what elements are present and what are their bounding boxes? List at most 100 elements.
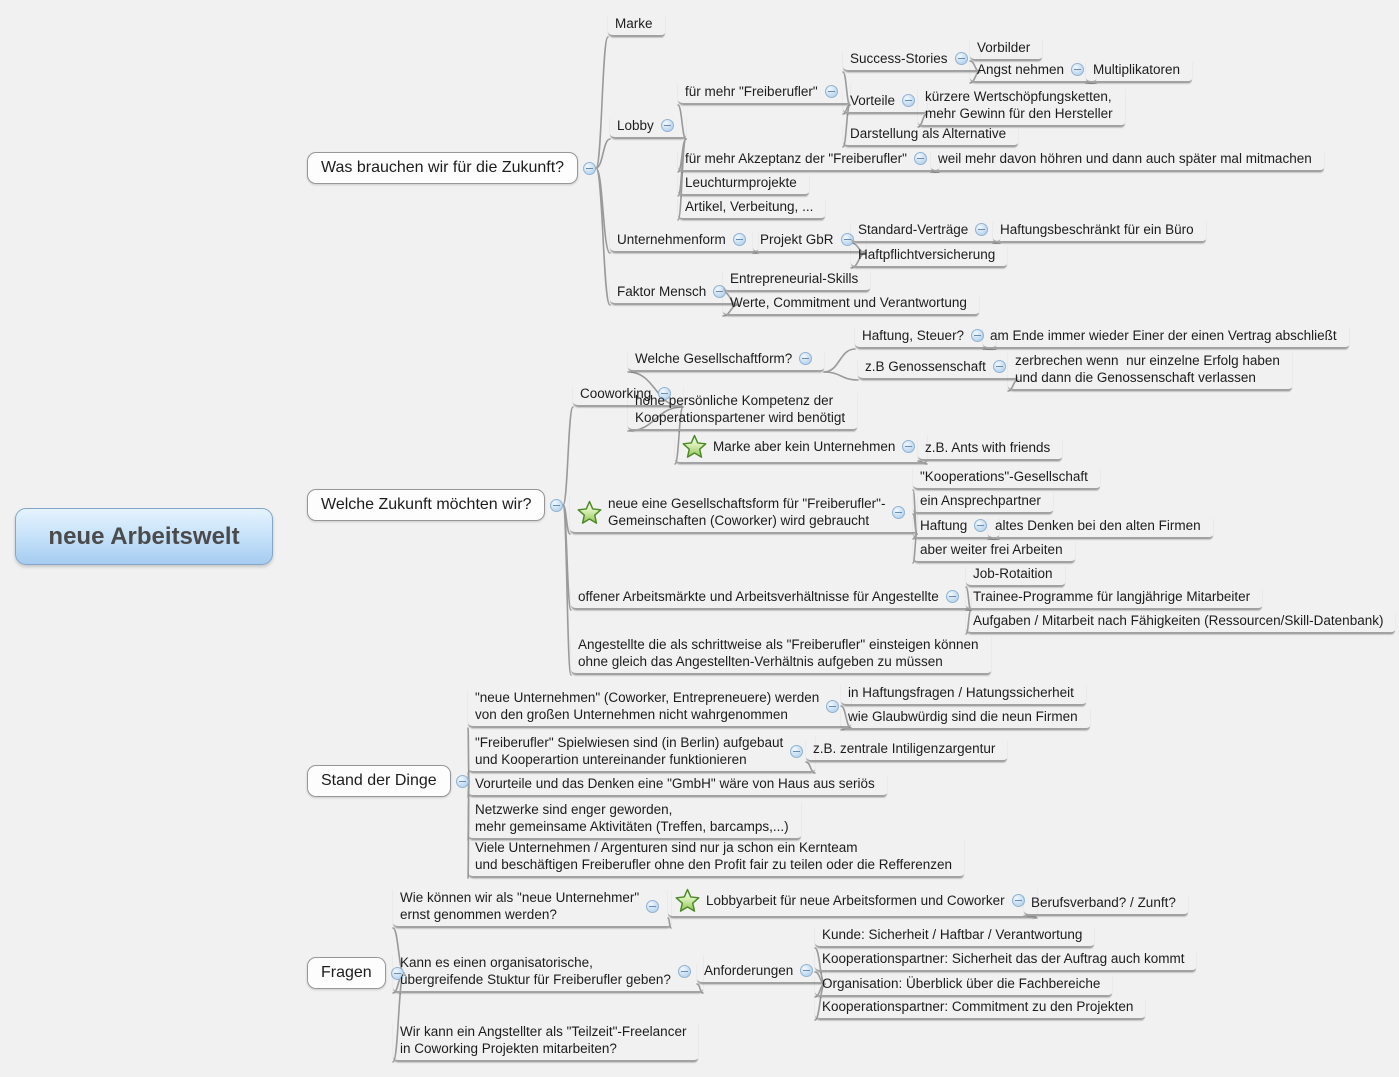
topic-viele-unternehmen-kernteam[interactable]: Viele Unternehmen / Argenturen sind nur … <box>468 839 965 878</box>
topic-haftungsbeschraenkt[interactable]: Haftungsbeschränkt für ein Büro <box>993 221 1206 243</box>
topic-unternehmenform[interactable]: Unternehmenform <box>610 231 758 253</box>
topic-label: Faktor Mensch <box>617 284 707 299</box>
topic-label: Success-Stories <box>850 51 948 66</box>
topic-offene-arbeitsmaerkte[interactable]: offener Arbeitsmärkte und Arbeitsverhält… <box>571 588 971 610</box>
collapse-icon[interactable] <box>902 94 916 107</box>
topic-altes-denken[interactable]: altes Denken bei den alten Firmen <box>988 517 1213 539</box>
topic-welche-gesellschaftform[interactable]: Welche Gesellschaftform? <box>628 350 825 372</box>
topic-angestellte-schrittweise[interactable]: Angestellte die als schrittweise als "Fr… <box>571 636 991 675</box>
collapse-icon[interactable] <box>913 152 927 165</box>
topic-label: "Kooperations"-Gesellschaft <box>920 469 1088 484</box>
topic-ein-ansprechpartner[interactable]: ein Ansprechpartner <box>913 492 1053 514</box>
topic-anforderungen[interactable]: Anforderungen <box>697 962 826 984</box>
topic-kooperationspartner-commitment[interactable]: Kooperationspartner: Commitment zu den P… <box>815 998 1146 1020</box>
topic-trainee-programme[interactable]: Trainee-Programme für langjährige Mitarb… <box>966 588 1263 610</box>
topic-faktor-mensch[interactable]: Faktor Mensch <box>610 283 739 305</box>
topic-haftungsfragen[interactable]: in Haftungsfragen / Hatungssicherheit <box>841 684 1086 706</box>
collapse-icon[interactable] <box>975 223 989 236</box>
collapse-icon[interactable] <box>826 699 840 713</box>
collapse-icon[interactable] <box>660 119 674 132</box>
topic-kooperationspartner-sicherheit[interactable]: Kooperationspartner: Sicherheit das der … <box>815 950 1197 972</box>
topic-akzeptanz-freiberufler[interactable]: für mehr Akzeptanz der "Freiberufler" <box>678 150 939 172</box>
topic-angst-nehmen[interactable]: Angst nehmen <box>970 61 1097 83</box>
topic-label: Wie können wir als "neue Unternehmer" er… <box>400 890 640 922</box>
topic-label: Haftpflichtversicherung <box>858 247 996 262</box>
topic-aufgaben-nach-faehigkeiten[interactable]: Aufgaben / Mitarbeit nach Fähigkeiten (R… <box>966 612 1396 634</box>
collapse-icon[interactable] <box>902 440 916 453</box>
topic-lobby[interactable]: Lobby <box>610 117 686 139</box>
topic-hohe-kompetenz[interactable]: hohe persönliche Kompetenz der Kooperati… <box>628 392 858 431</box>
collapse-icon[interactable] <box>550 498 564 512</box>
topic-frei-arbeiten[interactable]: aber weiter frei Arbeiten <box>913 541 1075 563</box>
collapse-icon[interactable] <box>646 899 660 913</box>
topic-haftpflichtversicherung[interactable]: Haftpflichtversicherung <box>851 246 1008 268</box>
collapse-icon[interactable] <box>658 387 672 400</box>
topic-neue-gesellschaftsform[interactable]: neue eine Gesellschaftsform für "Freiber… <box>570 495 918 534</box>
topic-label: Leuchturmprojekte <box>685 175 797 190</box>
collapse-icon[interactable] <box>583 161 597 175</box>
collapse-icon[interactable] <box>971 329 985 342</box>
topic-entrepreneurial-skills[interactable]: Entrepreneurial-Skills <box>723 270 871 292</box>
topic-vorbilder[interactable]: Vorbilder <box>970 39 1043 61</box>
topic-label: "Freiberufler" Spielwiesen sind (in Berl… <box>475 735 784 767</box>
topic-cooworking[interactable]: Cooworking <box>573 385 684 407</box>
root-topic[interactable]: neue Arbeitswelt <box>15 508 273 565</box>
topic-spielwiesen[interactable]: "Freiberufler" Spielwiesen sind (in Berl… <box>468 734 816 773</box>
collapse-icon[interactable] <box>974 519 988 532</box>
topic-fuer-mehr-freiberufler[interactable]: für mehr "Freiberufler" <box>678 83 850 105</box>
topic-intiligenzargentur[interactable]: z.B. zentrale Intiligenzargentur <box>806 740 1008 762</box>
topic-zerbrechen[interactable]: zerbrechen wenn nur einzelne Erfolg habe… <box>1008 352 1292 391</box>
collapse-icon[interactable] <box>799 352 813 365</box>
topic-marke[interactable]: Marke <box>608 15 665 37</box>
topic-vorteile[interactable]: Vorteile <box>843 92 928 114</box>
collapse-icon[interactable] <box>790 744 804 758</box>
collapse-icon[interactable] <box>1071 63 1085 76</box>
topic-kooperations-gesellschaft[interactable]: "Kooperations"-Gesellschaft <box>913 468 1100 490</box>
topic-haftung[interactable]: Haftung <box>913 517 1000 539</box>
collapse-icon[interactable] <box>992 360 1006 373</box>
main-topic-fragen[interactable]: Fragen <box>307 957 404 989</box>
topic-artikel[interactable]: Artikel, Verbeitung, ... <box>678 198 826 220</box>
topic-organisatorische-struktur[interactable]: Kann es einen organisatorische, übergrei… <box>393 954 703 993</box>
topic-kunde-sicherheit[interactable]: Kunde: Sicherheit / Haftbar / Verantwort… <box>815 926 1095 948</box>
collapse-icon[interactable] <box>455 774 469 788</box>
topic-teilzeit-freelancer[interactable]: Wir kann ein Angstellter als "Teilzeit"-… <box>393 1023 699 1062</box>
topic-marke-kein-unternehmen[interactable]: Marke aber kein Unternehmen <box>675 434 928 464</box>
collapse-icon[interactable] <box>800 964 814 977</box>
topic-haftung-steuer[interactable]: Haftung, Steuer? <box>855 327 997 349</box>
topic-multiplikatoren[interactable]: Multiplikatoren <box>1086 61 1193 83</box>
collapse-icon[interactable] <box>732 233 746 246</box>
topic-vorurteile-gmbh[interactable]: Vorurteile und das Denken eine "GmbH" wä… <box>468 775 887 797</box>
topic-werte-commitment[interactable]: Werte, Commitment und Verantwortung <box>723 294 979 316</box>
topic-neue-unternehmen[interactable]: "neue Unternehmen" (Coworker, Entreprene… <box>468 689 852 728</box>
topic-weil-mehr-davon[interactable]: weil mehr davon höhren und dann auch spä… <box>931 150 1324 172</box>
topic-organisation-ueberblick[interactable]: Organisation: Überblick über die Fachber… <box>815 975 1113 997</box>
main-topic-welche-zukunft[interactable]: Welche Zukunft möchten wir? <box>307 489 564 521</box>
topic-leuchturmprojekte[interactable]: Leuchturmprojekte <box>678 174 809 196</box>
topic-lobbyarbeit[interactable]: Lobbyarbeit für neue Arbeitsformen und C… <box>668 888 1037 918</box>
topic-success-stories[interactable]: Success-Stories <box>843 50 980 72</box>
main-topic-stand[interactable]: Stand der Dinge <box>307 765 469 797</box>
topic-label: Fragen <box>307 957 386 989</box>
collapse-icon[interactable] <box>677 964 691 978</box>
topic-berufsverband-zunft[interactable]: Berufsverband? / Zunft? <box>1024 894 1188 916</box>
collapse-icon[interactable] <box>390 966 404 980</box>
topic-projekt-gbr[interactable]: Projekt GbR <box>753 231 866 253</box>
topic-standard-vertraege[interactable]: Standard-Verträge <box>851 221 1001 243</box>
topic-darstellung-alternative[interactable]: Darstellung als Alternative <box>843 125 1019 147</box>
topic-ants-with-friends[interactable]: z.B. Ants with friends <box>918 439 1063 461</box>
topic-label: Vorbilder <box>977 40 1031 55</box>
topic-am-ende-vertrag[interactable]: am Ende immer wieder Einer der einen Ver… <box>983 327 1349 349</box>
topic-job-rotaition[interactable]: Job-Rotaition <box>966 565 1065 587</box>
topic-glaubwuerdigkeit[interactable]: wie Glaubwürdig sind die neun Firmen <box>841 708 1090 730</box>
collapse-icon[interactable] <box>945 590 959 603</box>
topic-wertschoepfungsketten[interactable]: kürzere Wertschöpfungsketten, mehr Gewin… <box>918 88 1125 127</box>
collapse-icon[interactable] <box>892 505 906 519</box>
topic-netzwerke-enger[interactable]: Netzwerke sind enger geworden, mehr geme… <box>468 801 801 840</box>
collapse-icon[interactable] <box>824 85 838 98</box>
topic-wie-ernst-genommen[interactable]: Wie können wir als "neue Unternehmer" er… <box>393 889 672 928</box>
main-topic-zukunft[interactable]: Was brauchen wir für die Zukunft? <box>307 152 597 184</box>
collapse-icon[interactable] <box>1011 894 1025 907</box>
collapse-icon[interactable] <box>954 52 968 65</box>
topic-genossenschaft[interactable]: z.B Genossenschaft <box>858 358 1018 380</box>
